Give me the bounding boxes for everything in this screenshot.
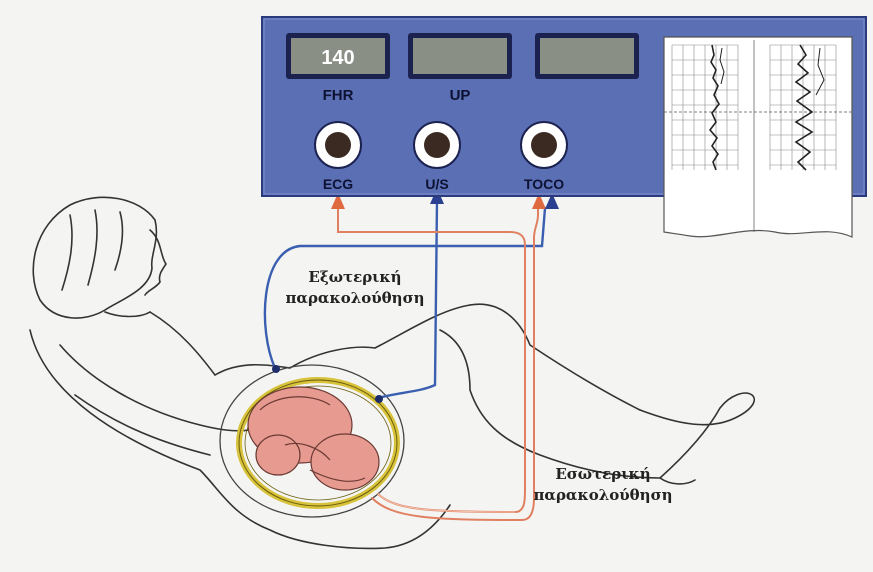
- internal-monitoring-label-line1: Εσωτερική: [555, 465, 650, 483]
- fhr-value: 140: [321, 47, 354, 69]
- us-port[interactable]: [414, 122, 460, 168]
- patient-belly: [215, 305, 470, 375]
- paper-chart-strip: [664, 37, 852, 237]
- toco-port[interactable]: [521, 122, 567, 168]
- up-label: UP: [450, 87, 471, 104]
- fhr-label: FHR: [323, 87, 354, 104]
- paper-strip: [664, 37, 852, 237]
- external-sensor-upper: [272, 365, 280, 373]
- ecg-port-label: ECG: [323, 176, 353, 192]
- external-monitoring-label-line1: Εξωτερική: [308, 268, 401, 286]
- patient-arm: [60, 345, 250, 431]
- toco-port-label: TOCO: [524, 176, 564, 192]
- us-port-label: U/S: [425, 176, 448, 192]
- external-monitoring-label-line2: παρακολούθηση: [285, 289, 424, 307]
- patient-foot: [640, 393, 754, 478]
- external-sensor-lower: [375, 395, 383, 403]
- patient-thigh: [470, 304, 640, 410]
- fetus: [248, 387, 379, 490]
- ecg-port[interactable]: [315, 122, 361, 168]
- internal-monitoring-label-line2: παρακολούθηση: [533, 486, 672, 504]
